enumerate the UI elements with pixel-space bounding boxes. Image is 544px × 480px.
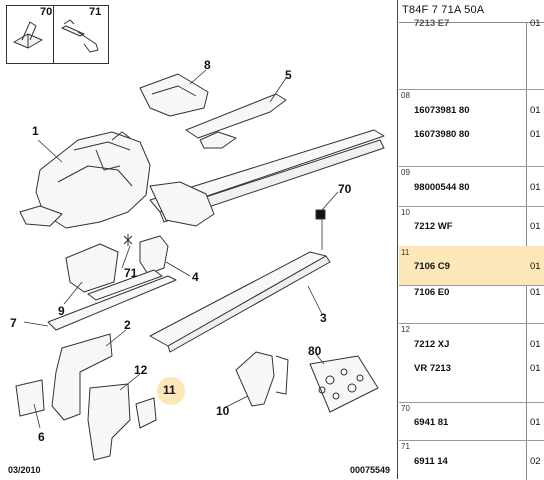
part-qty: 01	[530, 261, 541, 272]
callout-4: 4	[192, 270, 199, 284]
callout-1: 1	[32, 124, 39, 138]
callout-2: 2	[124, 318, 131, 332]
row-index: 09	[401, 168, 410, 177]
part-11-shape	[135, 397, 157, 429]
part-qty: 01	[530, 129, 541, 140]
part-ref: 6941 81	[414, 417, 449, 428]
part-7-shape	[47, 269, 177, 331]
table-row[interactable]: 09 98000544 80 01	[399, 166, 544, 207]
table-row[interactable]: 12 7212 XJ 01 VR 7213 01	[399, 323, 544, 403]
part-qty: 01	[530, 18, 541, 29]
row-index: 12	[401, 325, 410, 334]
part-qty: 01	[530, 417, 541, 428]
part-ref: 7106 E0	[414, 287, 450, 298]
callout-8: 8	[204, 58, 211, 72]
table-row-highlighted[interactable]: 11 7106 C9 01	[399, 246, 544, 286]
marker-star	[123, 234, 133, 246]
callout-11: 11	[163, 383, 176, 397]
leader-lines	[23, 69, 339, 429]
part-ref: 7106 C9	[414, 261, 450, 272]
part-ref: 16073981 80	[414, 105, 470, 116]
part-5-shape	[185, 93, 287, 149]
callout-9: 9	[58, 304, 65, 318]
part-80-kit	[309, 355, 379, 413]
parts-diagram: 70 71	[6, 0, 398, 479]
callout-7: 7	[10, 316, 17, 330]
table-row[interactable]: 7213 E7 01	[399, 18, 544, 90]
part-ref: 7213 E7	[414, 18, 450, 29]
part-10-shape	[235, 351, 289, 407]
part-qty: 01	[530, 221, 541, 232]
part-qty: 02	[530, 456, 541, 467]
part-qty: 01	[530, 182, 541, 193]
row-index: 71	[401, 442, 410, 451]
diagram-frame	[397, 0, 398, 479]
callout-6: 6	[38, 430, 45, 444]
part-2-shape	[51, 333, 113, 421]
parts-table: T84F 7 71A 50A 7213 E7 01 08 16073981 80…	[399, 0, 544, 480]
callout-3: 3	[320, 311, 327, 325]
part-ref: 7212 XJ	[414, 339, 450, 350]
part-qty: 01	[530, 287, 541, 298]
part-qty: 01	[530, 339, 541, 350]
drawing-layer	[13, 19, 385, 461]
part-ref: VR 7213	[414, 363, 451, 374]
part-8-shape	[139, 73, 209, 117]
inset-70-label: 70	[40, 6, 53, 18]
part-ref: 98000544 80	[414, 182, 470, 193]
part-qty: 01	[530, 105, 541, 116]
table-row[interactable]: 08 16073981 80 01 16073980 80 01	[399, 89, 544, 167]
footer-date: 03/2010	[8, 465, 41, 475]
stud-icon	[61, 19, 99, 53]
part-1-shape	[19, 131, 151, 229]
table-row[interactable]: 70 6941 81 01	[399, 402, 544, 441]
row-index: 70	[401, 404, 410, 413]
inset-70	[6, 5, 55, 64]
row-index: 10	[401, 208, 410, 217]
marker-square	[315, 209, 326, 220]
part-3-shape	[149, 251, 331, 353]
part-9-shape	[65, 243, 119, 293]
table-row[interactable]: 7106 E0 01	[399, 285, 544, 324]
part-ref: 6911 14	[414, 456, 448, 467]
part-4-shape	[139, 235, 169, 275]
header-code: T84F 7 71A 50A	[402, 4, 485, 16]
part-6-shape	[15, 379, 45, 417]
inset-71-label: 71	[89, 6, 102, 18]
callout-71: 71	[124, 266, 138, 280]
sill-rail-upper	[149, 129, 385, 227]
footer-ref: 00075549	[350, 465, 391, 475]
part-qty: 01	[530, 363, 541, 374]
callout-12: 12	[134, 363, 148, 377]
row-index: 08	[401, 91, 410, 100]
table-row[interactable]: 10 7212 WF 01	[399, 206, 544, 247]
callout-10: 10	[216, 404, 230, 418]
table-row[interactable]: 71 6911 14 02	[399, 440, 544, 479]
callout-70: 70	[338, 182, 352, 196]
table-header: T84F 7 71A 50A	[399, 0, 544, 23]
part-ref: 16073980 80	[414, 129, 470, 140]
callout-80: 80	[308, 344, 322, 358]
callout-11-highlight	[157, 377, 185, 405]
part-12-shape	[87, 383, 131, 461]
callout-5: 5	[285, 68, 292, 82]
part-ref: 7212 WF	[414, 221, 453, 232]
row-index: 11	[401, 248, 410, 257]
clip-icon	[13, 21, 43, 49]
